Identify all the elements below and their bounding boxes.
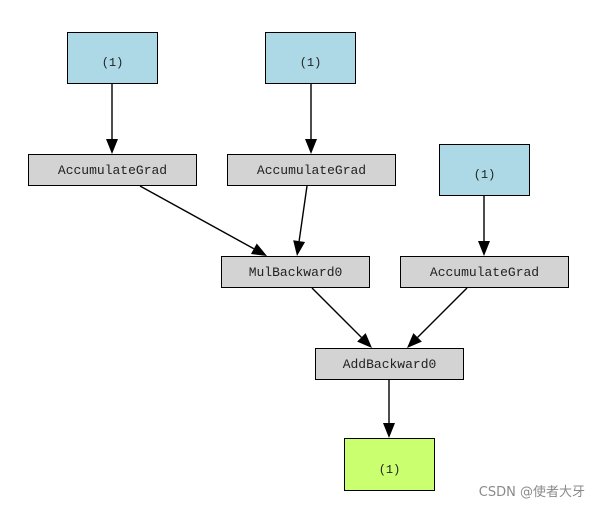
edge-acc_a-to-mul	[139, 185, 267, 256]
edge-param_b-to-acc_b	[305, 84, 317, 154]
accumulate-grad-node-a-label: AccumulateGrad	[57, 162, 168, 178]
arrowhead-icon	[250, 243, 267, 256]
watermark: CSDN @使者大牙	[478, 485, 585, 500]
arrowhead-icon	[106, 139, 118, 154]
output-tensor-node-label: (1)	[378, 462, 401, 477]
mul-backward-node-label: MulBackward0	[248, 264, 343, 280]
accumulate-grad-node-c: AccumulateGrad	[400, 256, 569, 288]
edge-add-to-out	[383, 380, 395, 438]
tensor-node-a-label: (1)	[101, 56, 124, 70]
tensor-node-a: (1)	[67, 32, 158, 84]
accumulate-grad-node-c-label: AccumulateGrad	[429, 264, 540, 280]
arrowhead-icon	[407, 333, 422, 348]
accumulate-grad-node-a: AccumulateGrad	[28, 154, 197, 186]
arrowhead-icon	[383, 423, 395, 438]
arrowhead-icon	[478, 241, 490, 256]
edge-line	[417, 287, 468, 338]
arrowhead-icon	[293, 240, 306, 256]
arrowhead-icon	[357, 333, 372, 348]
output-tensor-node: (1)	[344, 438, 435, 491]
add-backward-node: AddBackward0	[315, 348, 464, 380]
add-backward-node-label: AddBackward0	[342, 356, 437, 372]
accumulate-grad-node-b: AccumulateGrad	[227, 154, 396, 186]
arrowhead-icon	[305, 139, 317, 154]
edge-acc_c-to-add	[407, 287, 468, 348]
edge-mul-to-add	[311, 287, 372, 348]
tensor-node-c-label: (1)	[473, 168, 496, 182]
edge-line	[139, 185, 255, 250]
tensor-node-c: (1)	[439, 144, 530, 196]
tensor-node-b: (1)	[265, 32, 356, 84]
edge-param_c-to-acc_c	[478, 196, 490, 256]
edge-param_a-to-acc_a	[106, 84, 118, 154]
mul-backward-node: MulBackward0	[221, 256, 370, 288]
edge-line	[298, 185, 308, 242]
edge-acc_b-to-mul	[293, 185, 308, 256]
tensor-node-b-label: (1)	[299, 56, 322, 70]
edge-line	[311, 287, 362, 338]
accumulate-grad-node-b-label: AccumulateGrad	[256, 162, 367, 178]
